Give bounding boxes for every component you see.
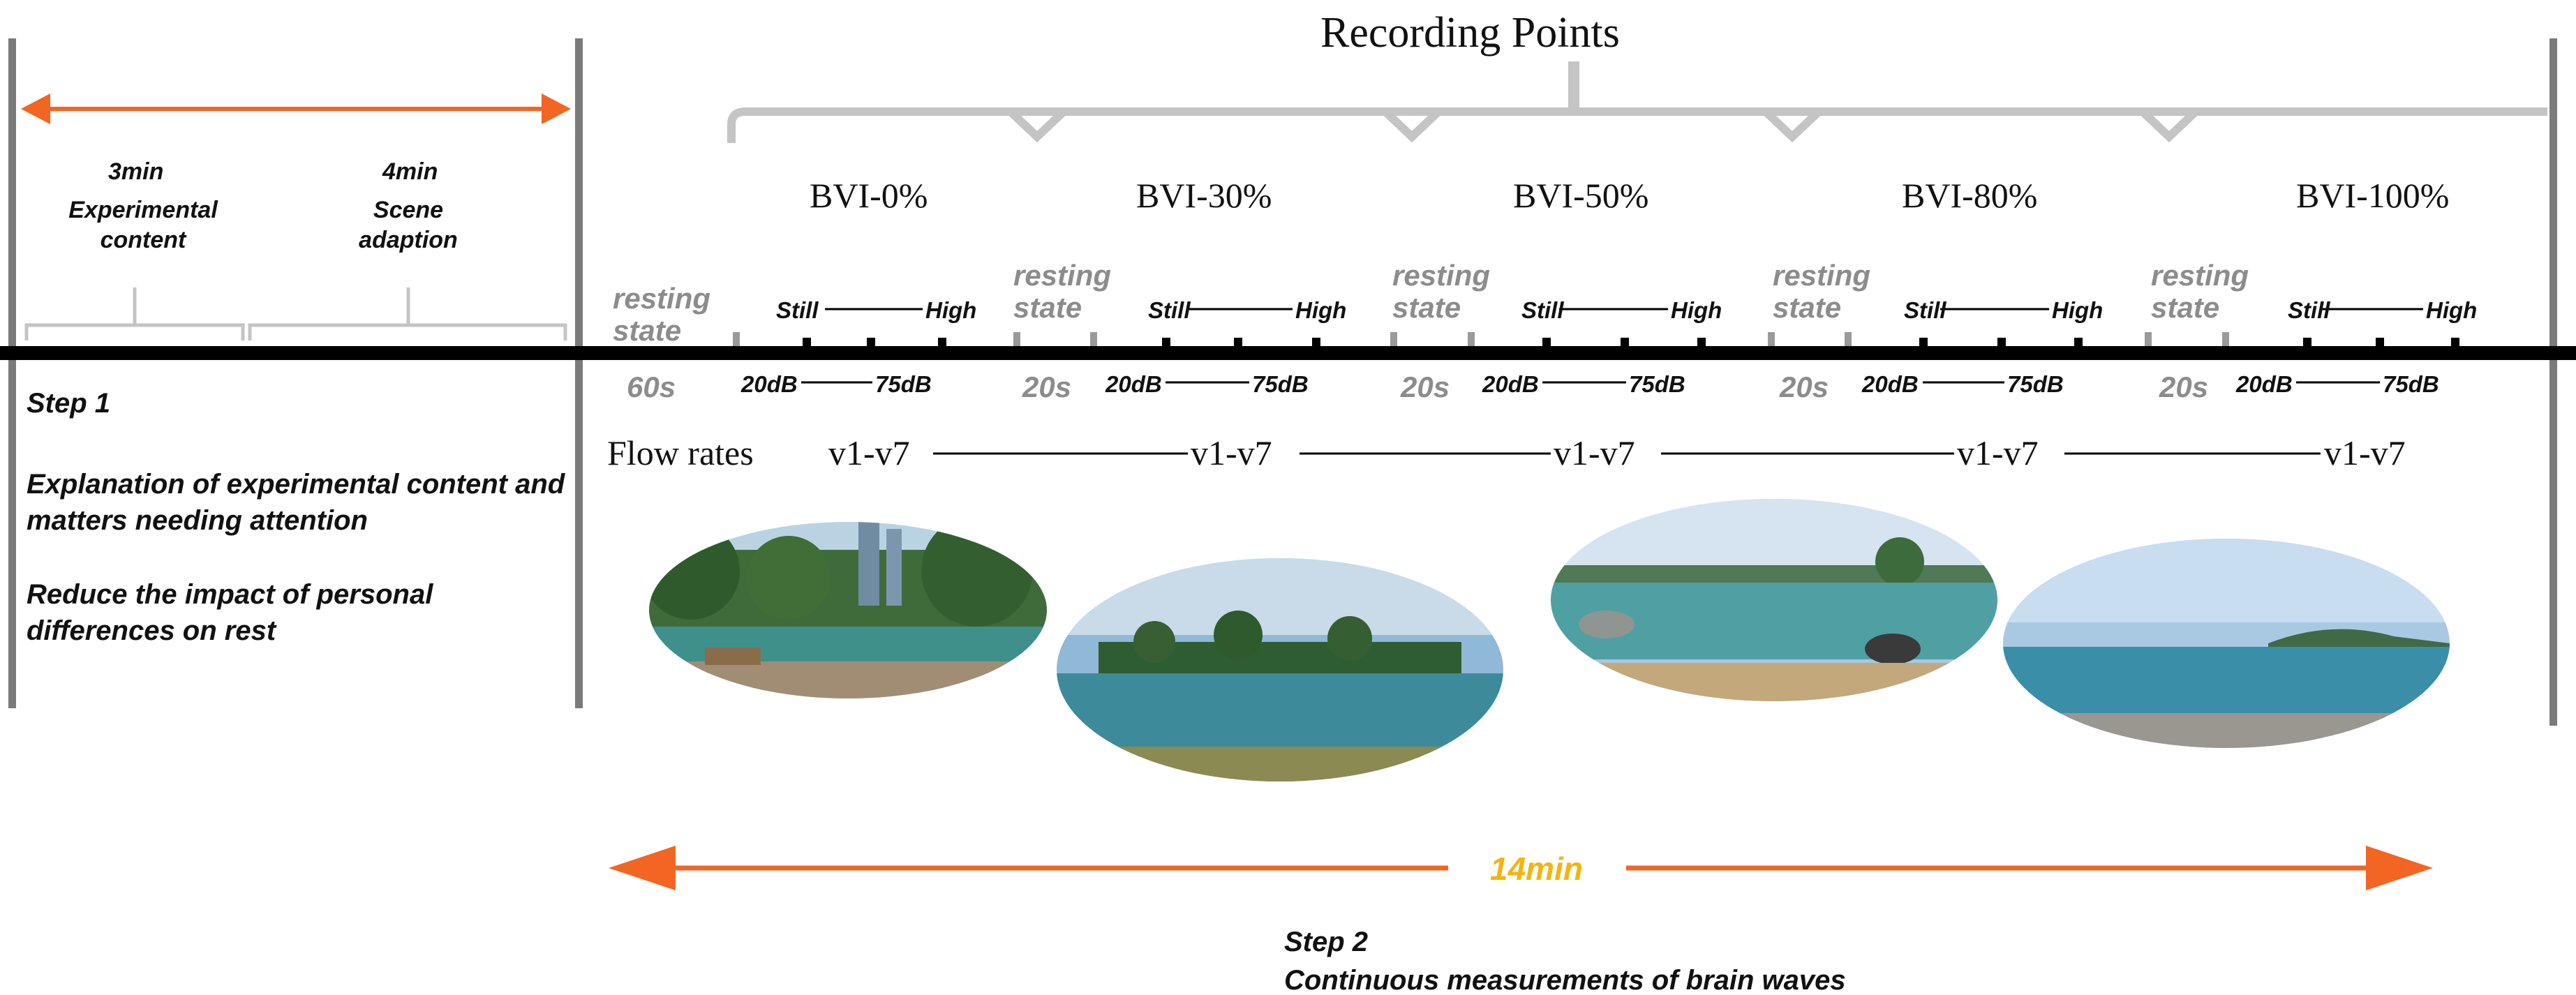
- condition-label-1: BVI-0%: [810, 176, 928, 215]
- range-connector-lines: [801, 308, 2423, 384]
- flow-high-label-5: High: [2426, 297, 2478, 323]
- resting-state-ticks: [733, 332, 2229, 346]
- resting-state-label-4: resting state: [1773, 259, 1871, 324]
- forest-island-lake-scene: [1057, 558, 1503, 781]
- flow-high-label-2: High: [1295, 297, 1347, 323]
- db-high-label-4: 75dB: [2007, 371, 2064, 397]
- condition-label-4: BVI-80%: [1902, 176, 2038, 215]
- total-duration-arrow: [609, 846, 2433, 890]
- phase-duration-2: 4min: [382, 158, 438, 185]
- db-low-label-5: 20dB: [2236, 371, 2293, 397]
- db-low-label-2: 20dB: [1105, 371, 1162, 397]
- recording-points-center-tick: [1568, 61, 1579, 112]
- step1-note-1: Explanation of experimental content and …: [27, 469, 565, 536]
- left-phase-brackets: [24, 287, 567, 341]
- resting-state-label-5: resting state: [2151, 259, 2249, 324]
- resting-state-label-1: resting state: [613, 282, 711, 347]
- flow-low-label-3: Still: [1521, 297, 1564, 323]
- resting-duration-4: 20s: [1780, 371, 1829, 403]
- resting-duration-1: 60s: [627, 371, 676, 403]
- left-boundary-bar: [8, 38, 16, 708]
- db-high-label-5: 75dB: [2383, 371, 2439, 397]
- recording-points-bracket: [727, 107, 2547, 143]
- flow-rate-segment-5: v1-v7: [2324, 433, 2406, 472]
- lakeside-park-scene: [649, 522, 1047, 698]
- total-duration-label: 14min: [1490, 851, 1583, 887]
- resting-state-label-3: resting state: [1392, 259, 1491, 324]
- flow-low-label-1: Still: [776, 297, 819, 323]
- db-high-label-2: 75dB: [1252, 371, 1309, 397]
- flow-rates-label: Flow rates: [607, 433, 754, 472]
- resting-duration-5: 20s: [2159, 371, 2209, 403]
- db-low-label-1: 20dB: [741, 371, 798, 397]
- measurement-ticks: [803, 338, 2459, 349]
- right-boundary-bar: [2549, 38, 2557, 726]
- flow-low-label-5: Still: [2288, 297, 2330, 323]
- phase-label-1: Experimental content: [68, 197, 218, 253]
- flow-low-label-4: Still: [1904, 297, 1946, 323]
- resting-duration-2: 20s: [1022, 371, 1072, 403]
- flow-rate-segment-3: v1-v7: [1554, 433, 1635, 472]
- left-duration-arrow: [21, 93, 571, 124]
- condition-label-2: BVI-30%: [1136, 176, 1272, 215]
- db-low-label-4: 20dB: [1862, 371, 1919, 397]
- step1-note-2: Reduce the impact of personal difference…: [27, 579, 433, 646]
- flow-rate-segment-1: v1-v7: [828, 433, 910, 472]
- db-low-label-3: 20dB: [1482, 371, 1539, 397]
- flow-rate-segment-4: v1-v7: [1957, 433, 2039, 472]
- step1-heading: Step 1: [27, 388, 111, 419]
- step2-heading: Step 2: [1284, 927, 1369, 957]
- condition-label-3: BVI-50%: [1513, 176, 1649, 215]
- page-title: Recording Points: [1320, 9, 1620, 57]
- db-high-label-3: 75dB: [1629, 371, 1685, 397]
- flow-rate-segment-2: v1-v7: [1191, 433, 1272, 472]
- flow-high-label-1: High: [925, 297, 977, 323]
- recording-points-notches: [1007, 108, 2199, 143]
- open-sea-scene: [2003, 539, 2450, 748]
- resting-duration-3: 20s: [1401, 371, 1450, 403]
- phase-label-2: Scene adaption: [359, 197, 458, 253]
- flow-high-label-3: High: [1671, 297, 1722, 323]
- middle-boundary-bar: [575, 38, 583, 708]
- step2-label: Continuous measurements of brain waves: [1284, 965, 1846, 995]
- condition-label-5: BVI-100%: [2296, 176, 2450, 215]
- resting-state-label-2: resting state: [1013, 259, 1112, 324]
- flow-high-label-4: High: [2052, 297, 2104, 323]
- db-high-label-1: 75dB: [875, 371, 932, 397]
- bay-with-rocks-scene: [1551, 499, 1997, 701]
- phase-duration-1: 3min: [108, 158, 164, 185]
- flow-low-label-2: Still: [1148, 297, 1191, 323]
- main-timeline: [0, 346, 2576, 360]
